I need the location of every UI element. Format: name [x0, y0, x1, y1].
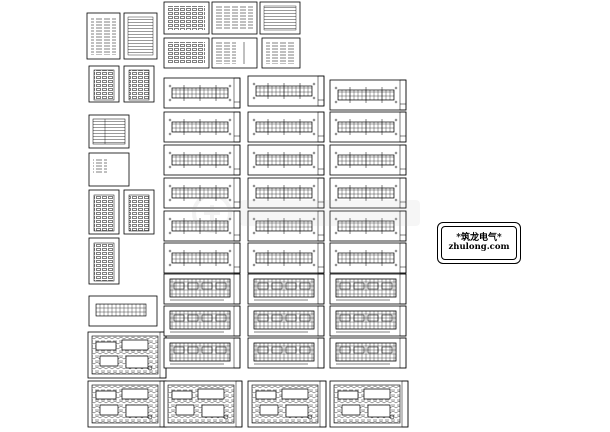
- sheet-elevation-pair-2: [88, 189, 155, 235]
- stamp-inner-border: [441, 226, 517, 260]
- sheet-elevation-single: [88, 237, 120, 285]
- sheet-cover-index: [86, 12, 158, 60]
- sheet-legend-tables: [88, 114, 130, 187]
- sheet-column-c: [247, 75, 327, 428]
- stamp-url: zhulong.com: [448, 242, 510, 252]
- sheet-elevation-pair-1: [88, 65, 155, 103]
- stamp-title: *筑龙电气*: [456, 233, 502, 243]
- sheet-column-b: [163, 77, 243, 428]
- watermark-logo: [192, 193, 420, 233]
- sheet-system-diagrams-top: [163, 1, 301, 69]
- zhulong-stamp: *筑龙电气* zhulong.com: [437, 222, 521, 264]
- sheet-column-d: [329, 79, 409, 428]
- sheet-site-plan-a2: [87, 380, 167, 428]
- sheet-site-plan-a1: [87, 331, 167, 379]
- sheet-section-long: [88, 295, 158, 327]
